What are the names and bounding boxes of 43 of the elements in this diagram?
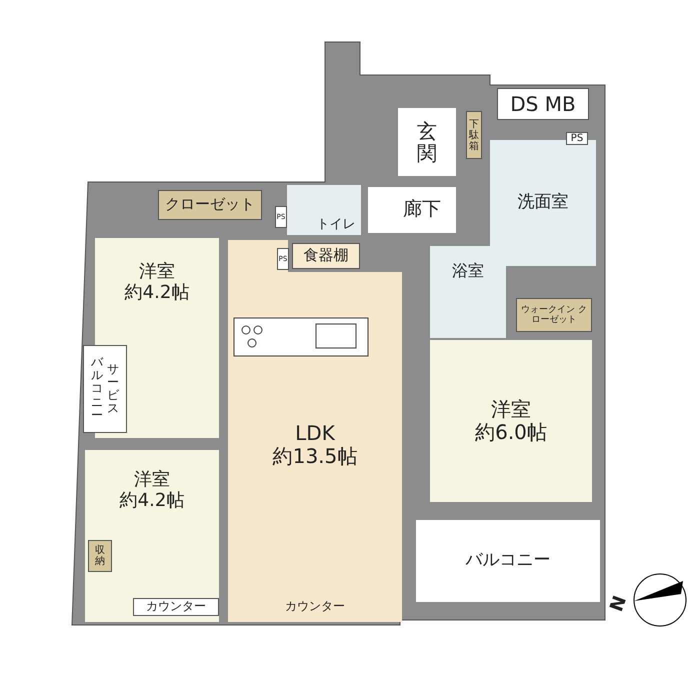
room-label: トイレ [316, 218, 356, 233]
room-label: クローゼット [165, 196, 255, 214]
room-area [398, 108, 456, 176]
room-label: 廊下 [403, 199, 441, 221]
room-area [430, 246, 506, 338]
room-label: バルコニー [91, 356, 103, 422]
room-area [416, 520, 600, 602]
room-label: 約4.2帖 [124, 282, 190, 304]
north-label: N [607, 594, 631, 614]
room-label: 洋室 [491, 398, 531, 421]
room-label: 収納 [95, 545, 105, 567]
ps-label: PS [566, 132, 588, 145]
room-label: 洋室 [139, 262, 175, 283]
room-area [368, 187, 456, 233]
room-label: バルコニー [466, 551, 550, 571]
room-label: DS MB [510, 92, 576, 116]
room-label: 約6.0帖 [475, 421, 547, 444]
room-area [497, 88, 589, 120]
room-area [490, 140, 596, 266]
room-area [516, 298, 592, 332]
room-label: 約4.2帖 [120, 490, 184, 512]
room-label: 玄関 [417, 120, 437, 164]
room-area [133, 598, 219, 616]
room-area [83, 345, 127, 433]
room-label: 下駄箱 [469, 118, 479, 152]
room-area [88, 540, 112, 572]
room-area [228, 272, 402, 622]
room-area [430, 340, 592, 502]
room-area [287, 185, 361, 235]
room-label: ウォークイン クローゼット [520, 304, 588, 326]
room-area [158, 190, 262, 220]
room-label: LDK [295, 422, 335, 445]
room-label: サービス [107, 362, 119, 416]
room-area [466, 111, 482, 159]
room-label: カウンター [146, 600, 206, 614]
room-label: 浴室 [452, 262, 484, 280]
room-label: 食器棚 [304, 247, 348, 265]
room-label: カウンター [285, 600, 345, 614]
room-label: 洗面室 [518, 193, 568, 213]
room-area [292, 243, 360, 269]
room-label: 約13.5帖 [272, 445, 358, 468]
room-label: 洋室 [134, 470, 170, 491]
room-area [85, 450, 219, 622]
